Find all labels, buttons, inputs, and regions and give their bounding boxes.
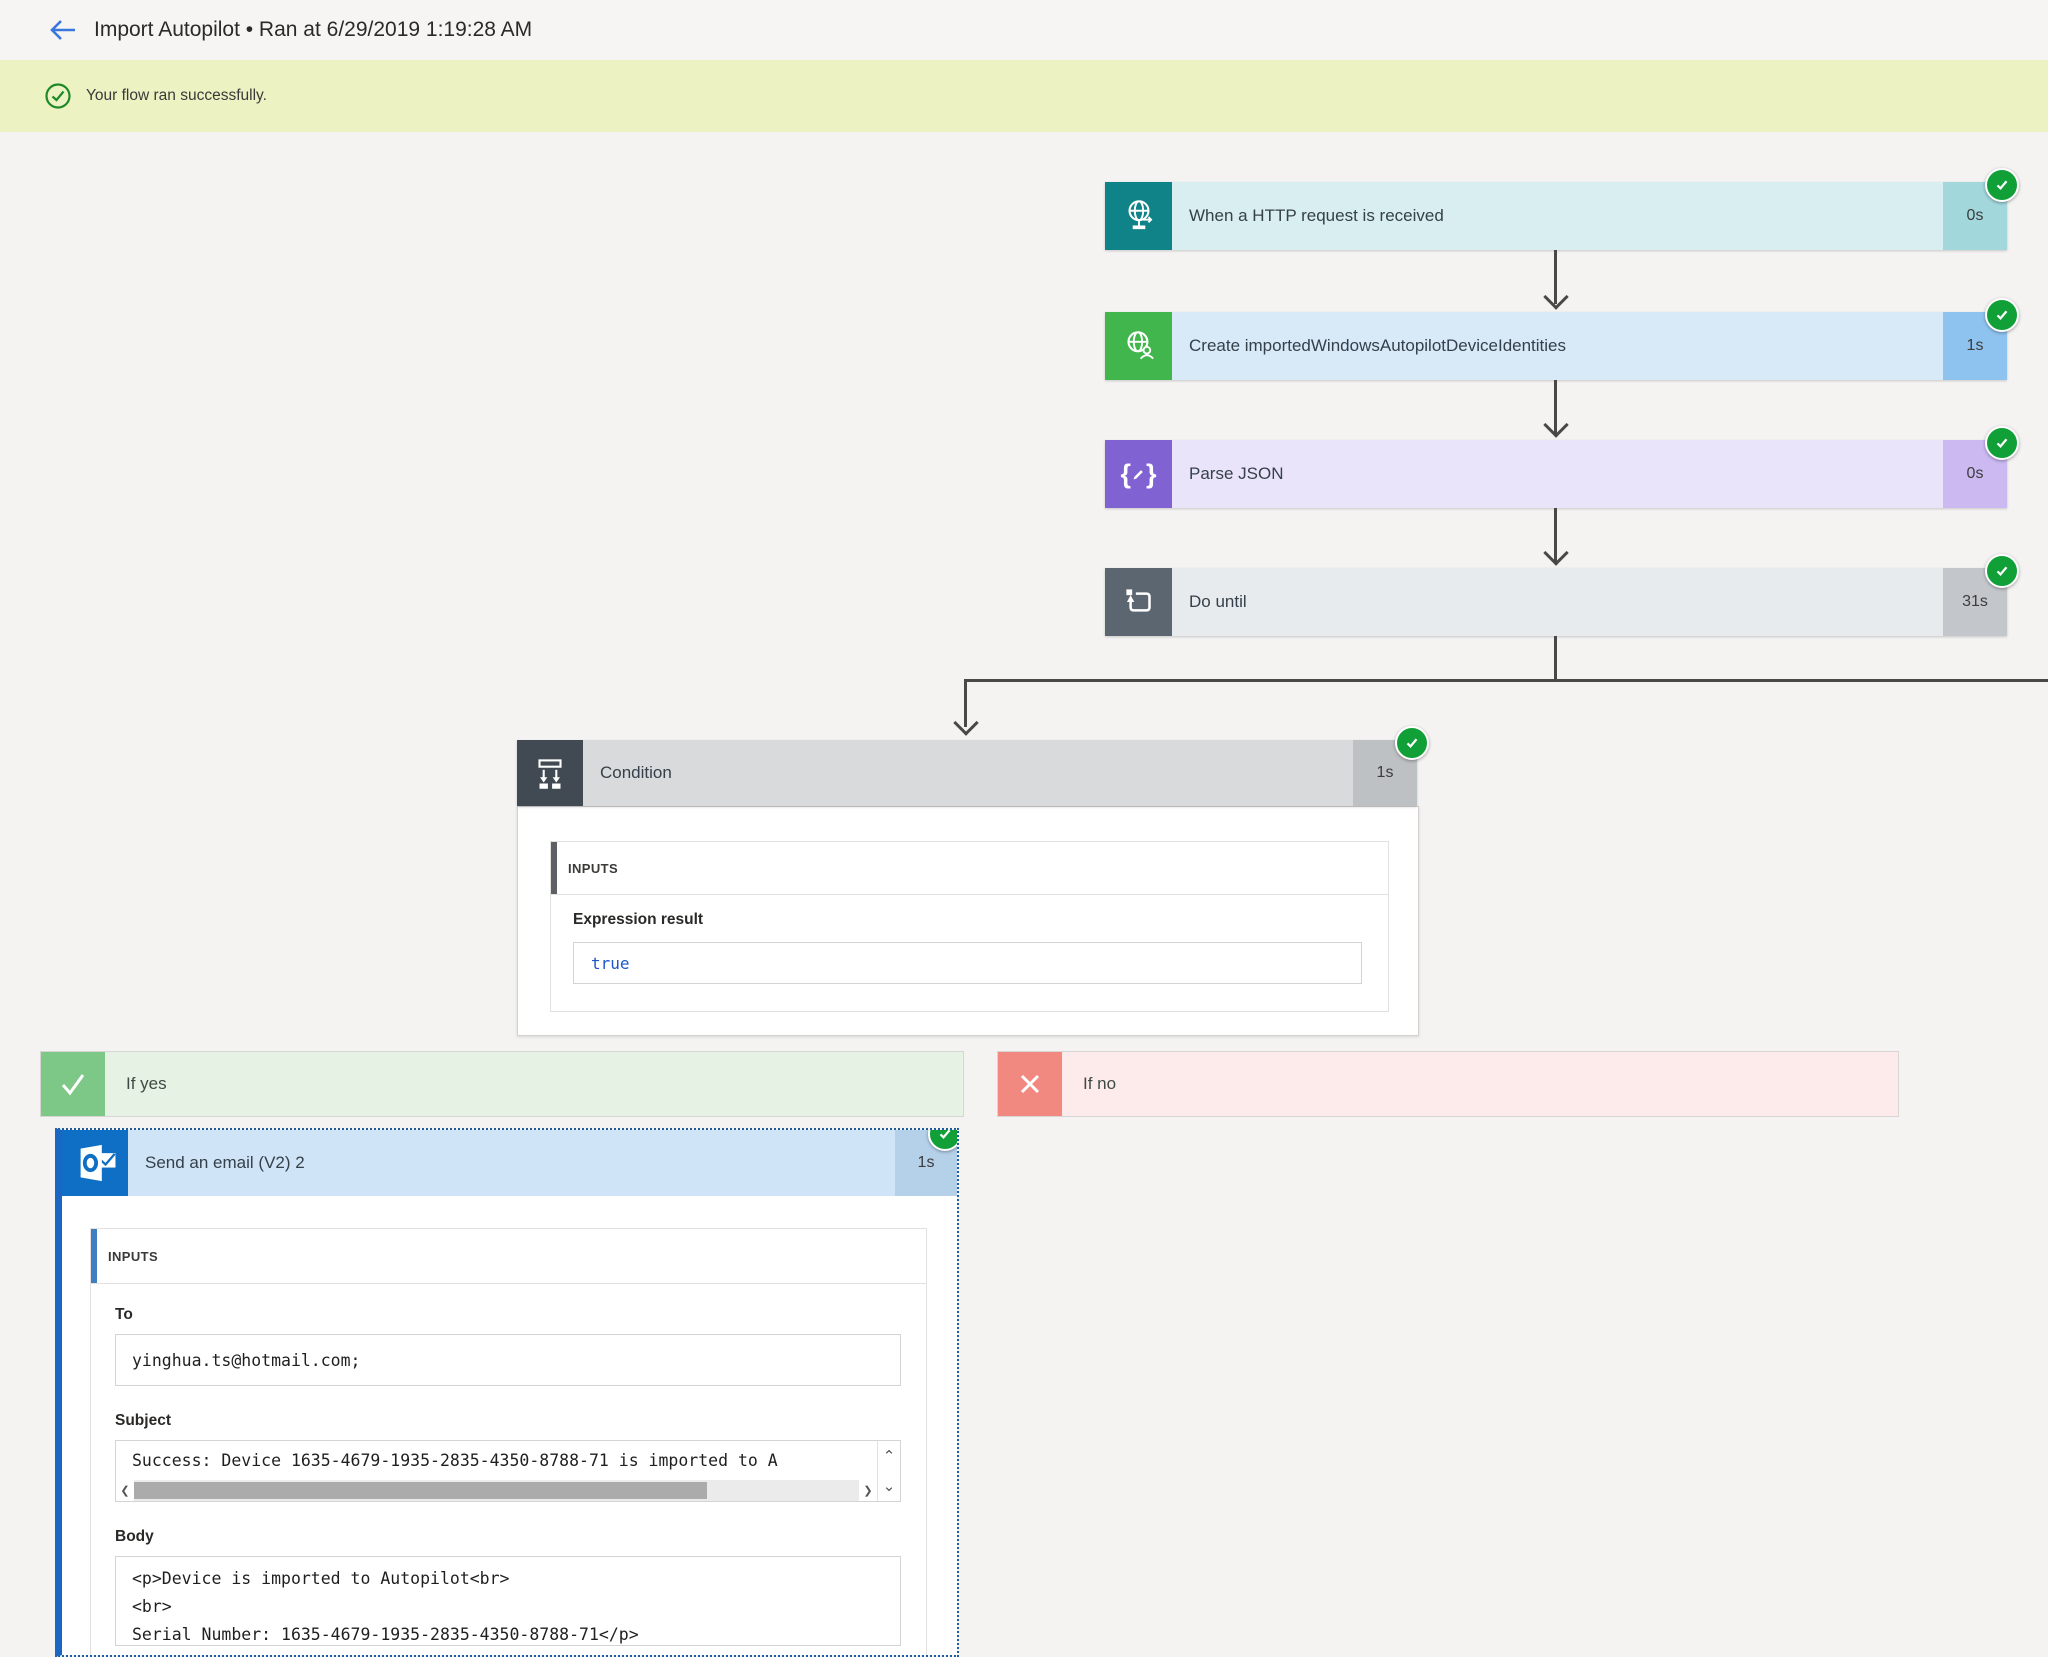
status-succeeded-badge bbox=[928, 1130, 957, 1151]
connector-line bbox=[964, 679, 967, 727]
step-condition[interactable]: Condition 1s bbox=[517, 726, 1429, 806]
body-field[interactable]: <p>Device is imported to Autopilot<br> <… bbox=[115, 1556, 901, 1646]
inputs-accent-bar bbox=[91, 1229, 97, 1283]
step-http-trigger[interactable]: When a HTTP request is received 0s bbox=[1105, 168, 2019, 250]
scroll-right-icon[interactable]: ❯ bbox=[863, 1485, 873, 1497]
body-line: <p>Device is imported to Autopilot<br> bbox=[132, 1569, 510, 1588]
branch-label: If yes bbox=[126, 1074, 167, 1093]
top-bar: Import Autopilot • Ran at 6/29/2019 1:19… bbox=[0, 0, 2048, 60]
subject-value: Success: Device 1635-4679-1935-2835-4350… bbox=[132, 1451, 778, 1470]
expression-result-label: Expression result bbox=[573, 911, 704, 928]
vertical-scrollbar[interactable]: ⌃ ⌄ bbox=[877, 1441, 900, 1501]
to-value: yinghua.ts@hotmail.com; bbox=[132, 1350, 361, 1370]
arrow-down-icon bbox=[1543, 284, 1569, 310]
outlook-icon bbox=[62, 1130, 128, 1196]
status-succeeded-badge bbox=[1985, 426, 2019, 460]
arrow-down-icon bbox=[953, 710, 979, 736]
step-parse-json[interactable]: { } Parse JSON 0s bbox=[1105, 426, 2019, 508]
inputs-title: INPUTS bbox=[108, 1248, 159, 1264]
connector-line bbox=[1554, 508, 1557, 562]
scrollbar-track[interactable] bbox=[134, 1480, 859, 1501]
status-succeeded-badge bbox=[1395, 726, 1429, 760]
http-request-icon bbox=[1105, 182, 1172, 250]
expression-result-value[interactable]: true bbox=[573, 942, 1362, 984]
expression-result-text: true bbox=[591, 953, 630, 973]
custom-connector-icon bbox=[1105, 312, 1172, 380]
condition-inputs-card: INPUTS Expression result true bbox=[550, 841, 1389, 1012]
do-until-loop-icon bbox=[1105, 568, 1172, 636]
if-no-x-icon bbox=[998, 1052, 1062, 1116]
success-banner: Your flow ran successfully. bbox=[0, 60, 2048, 132]
step-duration: 0s bbox=[1943, 440, 2007, 508]
to-field[interactable]: yinghua.ts@hotmail.com; bbox=[115, 1334, 901, 1386]
status-succeeded-badge bbox=[1985, 554, 2019, 588]
branch-label: If no bbox=[1083, 1074, 1117, 1093]
branch-if-yes[interactable]: If yes bbox=[40, 1051, 964, 1117]
arrow-down-icon bbox=[1543, 540, 1569, 566]
scroll-down-icon[interactable]: ⌄ bbox=[882, 1478, 896, 1495]
horizontal-scrollbar[interactable]: ❮ ❯ bbox=[116, 1480, 877, 1501]
connector-line bbox=[1554, 636, 1557, 681]
step-label: Create importedWindowsAutopilotDeviceIde… bbox=[1189, 336, 1567, 355]
arrow-down-icon bbox=[1543, 412, 1569, 438]
inputs-header: INPUTS bbox=[91, 1229, 926, 1284]
connector-line bbox=[1554, 250, 1557, 304]
connector-line bbox=[964, 679, 2048, 682]
inputs-accent-bar bbox=[551, 842, 557, 894]
step-label: Do until bbox=[1189, 592, 1247, 611]
branch-if-no[interactable]: If no bbox=[997, 1051, 1899, 1117]
subject-label: Subject bbox=[115, 1412, 171, 1429]
scroll-left-icon[interactable]: ❮ bbox=[120, 1485, 130, 1497]
step-label: When a HTTP request is received bbox=[1189, 206, 1444, 225]
parse-json-icon: { } bbox=[1105, 440, 1172, 508]
to-label: To bbox=[115, 1306, 133, 1323]
connector-line bbox=[1554, 380, 1557, 434]
step-label: Send an email (V2) 2 bbox=[145, 1153, 305, 1172]
if-yes-check-icon bbox=[41, 1052, 105, 1116]
step-label: Condition bbox=[600, 763, 672, 782]
body-label: Body bbox=[115, 1528, 154, 1545]
step-send-email[interactable]: Send an email (V2) 2 1s bbox=[62, 1130, 957, 1196]
send-email-group: Send an email (V2) 2 1s INPUTS To yinghu… bbox=[55, 1128, 959, 1657]
banner-message: Your flow ran successfully. bbox=[86, 87, 267, 104]
step-label: Parse JSON bbox=[1189, 464, 1284, 483]
scroll-up-icon[interactable]: ⌃ bbox=[882, 1448, 896, 1465]
step-do-until[interactable]: Do until 31s bbox=[1105, 554, 2019, 636]
success-check-icon bbox=[45, 83, 71, 109]
inputs-header: INPUTS bbox=[551, 842, 1388, 895]
body-line: <br> bbox=[132, 1597, 172, 1616]
status-succeeded-badge bbox=[1985, 168, 2019, 202]
body-line: Serial Number: 1635-4679-1935-2835-4350-… bbox=[132, 1625, 639, 1644]
back-button[interactable] bbox=[46, 17, 80, 43]
back-arrow-icon bbox=[50, 20, 75, 40]
email-inputs-card: INPUTS To yinghua.ts@hotmail.com; Subjec… bbox=[90, 1228, 927, 1655]
page-title: Import Autopilot • Ran at 6/29/2019 1:19… bbox=[94, 18, 533, 41]
scrollbar-thumb[interactable] bbox=[134, 1482, 707, 1499]
inputs-title: INPUTS bbox=[568, 860, 619, 876]
condition-icon bbox=[517, 740, 583, 806]
status-succeeded-badge bbox=[1985, 298, 2019, 332]
subject-field[interactable]: Success: Device 1635-4679-1935-2835-4350… bbox=[115, 1440, 901, 1502]
send-email-card: INPUTS To yinghua.ts@hotmail.com; Subjec… bbox=[62, 1196, 957, 1655]
step-create-identities[interactable]: Create importedWindowsAutopilotDeviceIde… bbox=[1105, 298, 2019, 380]
